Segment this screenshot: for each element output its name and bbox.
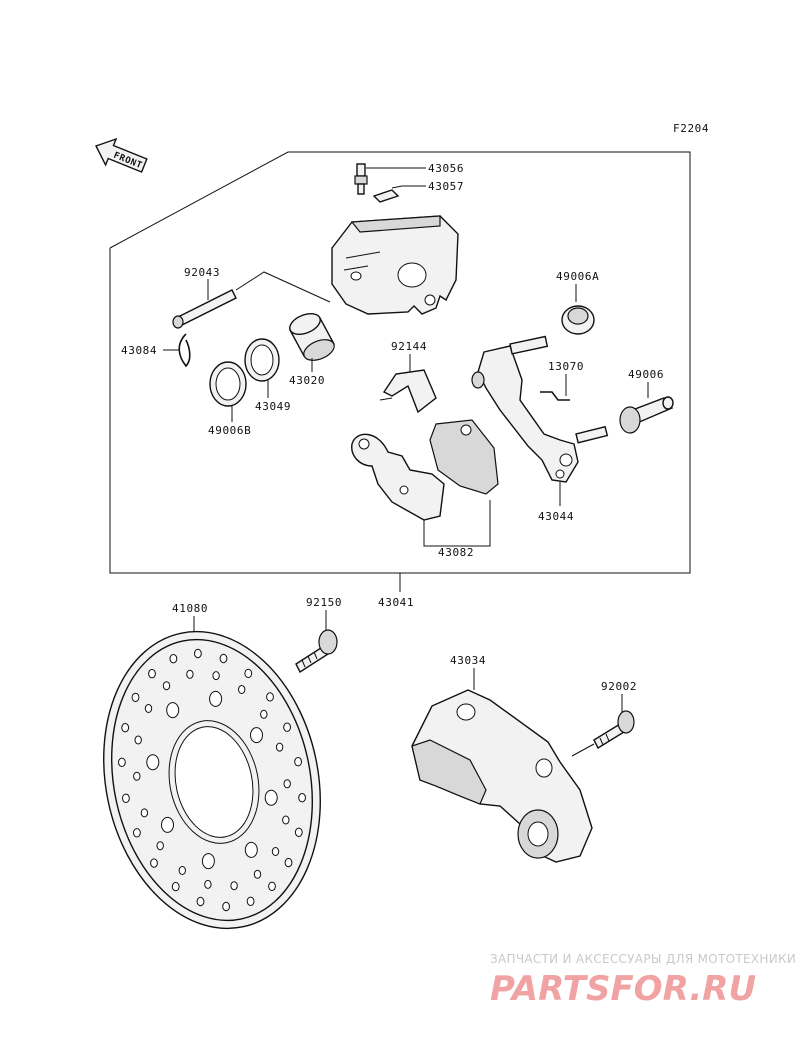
disc-hole — [219, 653, 228, 664]
label-43044: 43044 — [538, 510, 574, 523]
disc-hole — [204, 879, 212, 889]
label-43020: 43020 — [289, 374, 325, 387]
disc-hole — [260, 709, 268, 719]
disc-hole — [266, 692, 274, 702]
disc-hole — [156, 841, 164, 851]
label-49006b: 49006B — [208, 424, 251, 437]
disc-hole — [294, 757, 303, 767]
disc-hole — [283, 722, 292, 732]
disc-hole — [282, 815, 290, 825]
disc-hole — [201, 853, 215, 870]
disc-hole — [134, 735, 142, 745]
disc-hole — [230, 881, 238, 891]
label-41080: 41080 — [172, 602, 208, 615]
disc-hole — [169, 654, 178, 664]
disc-hole — [212, 671, 220, 681]
disc-hole — [244, 841, 258, 858]
label-92144: 92144 — [391, 340, 427, 353]
disc-hole — [150, 858, 158, 868]
disc-hole — [222, 901, 231, 912]
disc-hole — [264, 789, 278, 806]
caliper-mount-bracket — [411, 689, 593, 863]
disc-hole — [144, 704, 153, 713]
caliper-bracket — [471, 335, 609, 483]
disc-hole — [244, 668, 253, 679]
disc-hole — [283, 779, 291, 789]
disc-hole — [122, 793, 130, 803]
caliper-pin — [172, 289, 237, 329]
disc-hole — [268, 881, 276, 891]
disc-hole — [196, 896, 205, 907]
disc-hole — [186, 669, 194, 679]
mount-bolt — [593, 710, 635, 749]
label-43049: 43049 — [255, 400, 291, 413]
disc-hole — [118, 757, 126, 767]
slide-pin-boot — [561, 305, 595, 335]
assembly-outline — [109, 151, 691, 574]
disc-hole — [284, 857, 293, 868]
disc-hole — [298, 793, 307, 803]
figure-code: F2204 — [673, 122, 709, 135]
disc-bolt — [295, 629, 338, 674]
watermark-subtitle: ЗАПЧАСТИ И АКСЕССУАРЫ ДЛЯ МОТОТЕХНИКИ — [490, 952, 796, 966]
disc-hole — [146, 754, 160, 771]
disc-hole — [246, 896, 255, 906]
disc-hole — [161, 816, 174, 833]
label-92043: 92043 — [184, 266, 220, 279]
disc-hole — [178, 866, 187, 875]
disc-hole — [238, 685, 246, 694]
piston-seal — [244, 338, 280, 382]
label-43084: 43084 — [121, 344, 157, 357]
bleed-cap — [372, 185, 403, 203]
label-43034: 43034 — [450, 654, 486, 667]
disc-hole — [121, 723, 130, 733]
disc-hole — [148, 669, 156, 679]
bracket-clip — [540, 391, 570, 401]
disc-hole — [253, 869, 262, 879]
caliper-body — [331, 215, 459, 315]
dust-seal — [209, 361, 247, 407]
disc-hole — [250, 727, 263, 744]
pad-spring — [379, 369, 437, 414]
disc-hole — [140, 808, 149, 818]
pin-boot — [619, 396, 674, 434]
label-43057: 43057 — [428, 180, 464, 193]
label-92002: 92002 — [601, 680, 637, 693]
watermark-logo: PARTSFOR.RU — [490, 969, 756, 1009]
disc-hole — [131, 692, 140, 703]
brake-pad-back — [429, 419, 499, 495]
disc-hole — [275, 742, 284, 752]
disc-hole — [171, 881, 180, 892]
brake-pad-front — [351, 433, 445, 521]
disc-hole — [194, 648, 202, 659]
bleed-screw — [354, 163, 368, 195]
disc-hole — [209, 690, 223, 707]
label-43056: 43056 — [428, 162, 464, 175]
pin-clip — [178, 333, 191, 368]
label-43041: 43041 — [378, 596, 414, 609]
disc-hole — [271, 847, 280, 856]
disc-hole — [162, 681, 171, 691]
label-92150: 92150 — [306, 596, 342, 609]
brake-disc — [103, 630, 321, 930]
disc-hole — [166, 702, 180, 719]
front-arrow-icon: FRONT — [95, 137, 148, 173]
label-49006: 49006 — [628, 368, 664, 381]
disc-hole — [294, 827, 303, 837]
piston — [289, 313, 335, 361]
disc-hole — [133, 828, 141, 838]
label-13070: 13070 — [548, 360, 584, 373]
disc-hole — [133, 771, 141, 781]
label-49006a: 49006A — [556, 270, 599, 283]
label-43082: 43082 — [438, 546, 474, 559]
